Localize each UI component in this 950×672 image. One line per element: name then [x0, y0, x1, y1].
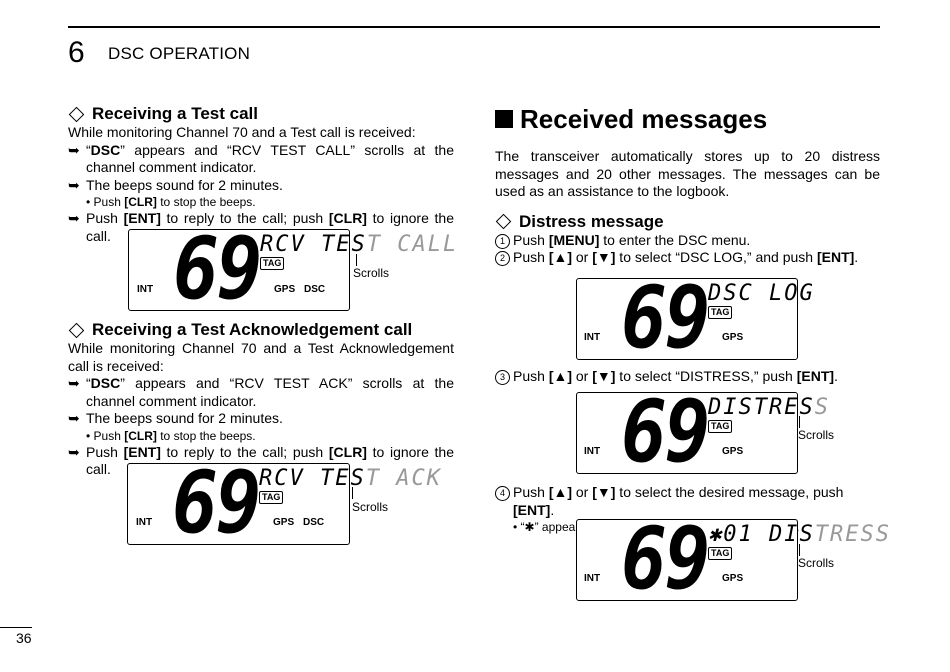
scrolls-label: Scrolls: [798, 556, 835, 570]
lcd-gps: GPS: [722, 446, 744, 457]
distress-step-3-wrap: 3 Push [▲] or [▼] to select “DISTRESS,” …: [495, 368, 880, 386]
lcd-channel: 69: [621, 381, 711, 482]
arrow-bullet-icon: ➥: [68, 410, 80, 426]
chapter-title: DSC OPERATION: [108, 44, 251, 63]
distress-step-4: 4 Push [▲] or [▼] to select the desired …: [495, 484, 880, 519]
header-rule: [68, 26, 880, 28]
lcd-test-call: 69 RCV TEST CALL TAG INT GPS DSC: [128, 223, 456, 313]
page-number: 36: [16, 630, 32, 646]
lcd-int: INT: [584, 446, 601, 457]
test-call-bullet-3: ➥ Push [ENT] to reply to the call; push …: [68, 210, 454, 244]
diamond-icon: [68, 322, 85, 338]
distress-step-1: 1 Push [MENU] to enter the DSC menu.: [495, 232, 880, 250]
scrolls-label: Scrolls: [353, 266, 390, 280]
step-number: 1: [495, 233, 510, 249]
received-messages-heading: Received messages: [495, 104, 880, 134]
distress-step-2: 2 Push [▲] or [▼] to select “DSC LOG,” a…: [495, 249, 880, 267]
received-messages-intro: The transceiver automatically stores up …: [495, 148, 880, 199]
lcd-int: INT: [584, 332, 601, 343]
section-test-call: Receiving a Test call While monitoring C…: [68, 104, 454, 245]
scrolls-label: Scrolls: [352, 500, 389, 514]
lcd-distress-message: 69 ✱01 DISTRESS TAG INT GPS: [576, 513, 889, 603]
lcd-segment-text: DISTRESS: [708, 395, 830, 420]
lcd-segment-text: RCV TEST CALL: [260, 232, 459, 257]
lcd-gps: GPS: [722, 332, 744, 343]
scrolls-pointer: [356, 254, 357, 266]
scrolls-pointer: [799, 416, 800, 428]
section-test-ack: Receiving a Test Acknowledgement call Wh…: [68, 320, 454, 479]
lcd-channel: 69: [621, 267, 711, 368]
test-ack-heading: Receiving a Test Acknowledgement call: [68, 320, 454, 340]
step-number: 3: [495, 370, 510, 385]
lcd-tag: TAG: [708, 306, 733, 319]
lcd-int: INT: [137, 284, 154, 295]
distress-heading: Distress message: [495, 212, 880, 232]
lcd-channel: 69: [172, 452, 262, 553]
step-number: 2: [495, 251, 510, 266]
test-call-bullet-1: ➥ “DSC” appears and “RCV TEST CALL” scro…: [68, 141, 454, 176]
lcd-test-ack: 69 RCV TEST ACK TAG INT GPS DSC: [127, 457, 440, 547]
scrolls-pointer: [799, 544, 800, 556]
arrow-bullet-icon: ➥: [68, 210, 80, 226]
step-number: 4: [495, 486, 510, 501]
test-call-intro: While monitoring Channel 70 and a Test c…: [68, 124, 416, 140]
lcd-tag: TAG: [708, 547, 733, 560]
lcd-int: INT: [136, 517, 153, 528]
page-number-rule: [0, 627, 32, 628]
test-ack-bullet-2: ➥ The beeps sound for 2 minutes.: [68, 410, 283, 426]
lcd-gps: GPS: [273, 517, 295, 528]
lcd-dsc: DSC: [304, 284, 326, 295]
test-call-bullet-2: ➥ The beeps sound for 2 minutes.: [68, 176, 283, 193]
lcd-gps: GPS: [722, 573, 744, 584]
lcd-tag: TAG: [708, 420, 733, 433]
section-received-messages: Received messages The transceiver automa…: [495, 104, 880, 267]
test-ack-bullet-2-note: • Push [CLR] to stop the beeps.: [86, 428, 256, 443]
lcd-channel: 69: [173, 218, 263, 319]
test-ack-bullet-1: ➥ “DSC” appears and “RCV TEST ACK” scrol…: [68, 375, 454, 409]
distress-step-3: 3 Push [▲] or [▼] to select “DISTRESS,” …: [495, 368, 880, 386]
test-ack-intro: While monitoring Channel 70 and a Test A…: [68, 340, 454, 374]
chapter-number: 6: [68, 36, 85, 69]
lcd-distress: 69 DISTRESS TAG INT GPS: [576, 386, 828, 476]
lcd-tag: TAG: [260, 257, 285, 270]
lcd-tag: TAG: [259, 491, 284, 504]
lcd-segment-text: ✱01 DISTRESS: [708, 522, 891, 547]
diamond-icon: [68, 106, 85, 122]
scrolls-pointer: [352, 487, 353, 499]
lcd-int: INT: [584, 573, 601, 584]
test-call-heading: Receiving a Test call: [68, 104, 454, 124]
test-call-bullet-2-note: • Push [CLR] to stop the beeps.: [86, 195, 256, 209]
arrow-bullet-icon: ➥: [68, 443, 80, 460]
scrolls-label: Scrolls: [798, 428, 835, 442]
test-ack-bullet-3: ➥ Push [ENT] to reply to the call; push …: [68, 443, 454, 478]
arrow-bullet-icon: ➥: [68, 375, 80, 391]
lcd-gps: GPS: [274, 284, 296, 295]
arrow-bullet-icon: ➥: [68, 141, 80, 158]
lcd-dsc-log: 69 DSC LOG TAG INT GPS: [576, 272, 813, 362]
arrow-bullet-icon: ➥: [68, 176, 80, 193]
lcd-channel: 69: [621, 508, 711, 609]
lcd-dsc: DSC: [303, 517, 325, 528]
lcd-segment-text: DSC LOG: [708, 281, 815, 306]
diamond-icon: [495, 213, 512, 230]
square-bullet-icon: [495, 110, 513, 128]
lcd-segment-text: RCV TEST ACK: [259, 466, 442, 491]
